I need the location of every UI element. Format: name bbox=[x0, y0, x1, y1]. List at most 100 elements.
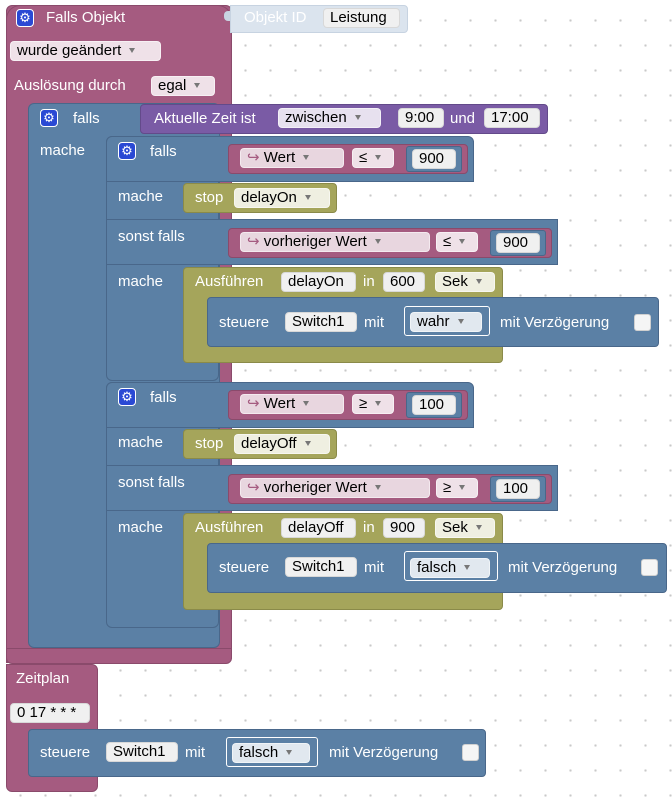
chevron-down-icon bbox=[354, 115, 361, 120]
chevron-down-icon bbox=[464, 565, 471, 570]
ausloesung-dropdown[interactable]: egal bbox=[151, 76, 215, 96]
chevron-down-icon bbox=[459, 485, 466, 490]
chevron-down-icon bbox=[304, 195, 311, 200]
variable-arrow-icon: ↪ bbox=[247, 395, 264, 412]
if2-timeout-label: Ausführen bbox=[195, 519, 264, 536]
ausloesung-value: egal bbox=[158, 77, 187, 94]
if1-mache: mache bbox=[118, 188, 164, 205]
if2-op-dropdown[interactable]: ≥ bbox=[352, 394, 394, 414]
if1-control-delay-label: mit Verzögerung bbox=[500, 314, 610, 331]
schedule-control-mit: mit bbox=[185, 744, 205, 761]
if2-timeout-name[interactable]: delayOff bbox=[281, 518, 356, 538]
variable-arrow-icon: ↪ bbox=[247, 149, 264, 166]
trigger-value: wurde geändert bbox=[17, 42, 122, 59]
chevron-down-icon bbox=[374, 239, 381, 244]
if1-timeout-name[interactable]: delayOn bbox=[281, 272, 356, 292]
variable-arrow-icon: ↪ bbox=[247, 233, 264, 250]
event-hat bbox=[6, 5, 232, 35]
if2-number2-input[interactable]: 100 bbox=[496, 479, 540, 499]
if2-var2-value: vorheriger Wert bbox=[263, 479, 367, 496]
gear-icon[interactable]: ⚙ bbox=[118, 388, 136, 406]
object-id-value[interactable]: Leistung bbox=[323, 8, 400, 28]
if2-number-input[interactable]: 100 bbox=[412, 395, 456, 415]
if2-control-delay-label: mit Verzögerung bbox=[508, 559, 618, 576]
time-and: und bbox=[450, 110, 476, 127]
if1-control-target[interactable]: Switch1 bbox=[285, 312, 357, 332]
if1-control-value-dropdown[interactable]: wahr bbox=[410, 312, 482, 332]
if2-timeout-unit[interactable]: Sek bbox=[435, 518, 495, 538]
if1-op2-dropdown[interactable]: ≤ bbox=[436, 232, 478, 252]
if2-timeout-delay[interactable]: 900 bbox=[383, 518, 425, 538]
if2-timeout-in: in bbox=[363, 519, 375, 536]
if1-stop-dropdown[interactable]: delayOn bbox=[234, 188, 330, 208]
gear-icon[interactable]: ⚙ bbox=[40, 109, 58, 127]
if2-op2-value: ≥ bbox=[443, 479, 452, 496]
if2-var2-dropdown[interactable]: ↪ vorheriger Wert bbox=[240, 478, 430, 498]
chevron-down-icon bbox=[129, 48, 136, 53]
schedule-control-target[interactable]: Switch1 bbox=[106, 742, 178, 762]
if1-var-dropdown[interactable]: ↪ Wert bbox=[240, 148, 344, 168]
gear-icon[interactable]: ⚙ bbox=[118, 142, 136, 160]
schedule-control-label: steuere bbox=[40, 744, 91, 761]
if2-mache2: mache bbox=[118, 519, 164, 536]
if1-var2-value: vorheriger Wert bbox=[263, 233, 367, 250]
chevron-down-icon bbox=[459, 239, 466, 244]
if1-timeout-in: in bbox=[363, 273, 375, 290]
if2-timeout-unit-value: Sek bbox=[442, 519, 468, 536]
if1-mache2: mache bbox=[118, 273, 164, 290]
if2-var-dropdown[interactable]: ↪ Wert bbox=[240, 394, 344, 414]
chevron-down-icon bbox=[286, 750, 293, 755]
chevron-down-icon bbox=[303, 155, 310, 160]
time-label: Aktuelle Zeit ist bbox=[154, 110, 256, 127]
if2-control-label: steuere bbox=[219, 559, 270, 576]
if1-timeout-unit[interactable]: Sek bbox=[435, 272, 495, 292]
if1-falls: falls bbox=[150, 143, 177, 160]
if1-op-dropdown[interactable]: ≤ bbox=[352, 148, 394, 168]
if1-var2-dropdown[interactable]: ↪ vorheriger Wert bbox=[240, 232, 430, 252]
if1-timeout-label: Ausführen bbox=[195, 273, 264, 290]
if1-timeout-unit-value: Sek bbox=[442, 273, 468, 290]
if1-control-value: wahr bbox=[417, 313, 450, 330]
schedule-label: Zeitplan bbox=[16, 670, 70, 687]
if2-stop-dropdown[interactable]: delayOff bbox=[234, 434, 330, 454]
chevron-down-icon bbox=[304, 441, 311, 446]
if2-sonst-falls: sonst falls bbox=[118, 474, 185, 491]
schedule-cron-input[interactable]: 0 17 * * * bbox=[10, 703, 90, 723]
if2-op2-dropdown[interactable]: ≥ bbox=[436, 478, 478, 498]
schedule-delay-checkbox[interactable] bbox=[462, 744, 479, 761]
if1-delay-checkbox[interactable] bbox=[634, 314, 651, 331]
variable-arrow-icon: ↪ bbox=[247, 479, 264, 496]
chevron-down-icon bbox=[457, 319, 464, 324]
if2-op-value: ≥ bbox=[359, 395, 368, 412]
time-op-dropdown[interactable]: zwischen bbox=[278, 108, 381, 128]
if1-number-input[interactable]: 900 bbox=[412, 149, 456, 169]
chevron-down-icon bbox=[375, 401, 382, 406]
if1-sonst-falls: sonst falls bbox=[118, 228, 185, 245]
if2-mache: mache bbox=[118, 434, 164, 451]
gear-icon[interactable]: ⚙ bbox=[16, 9, 34, 27]
if2-control-target[interactable]: Switch1 bbox=[285, 557, 357, 577]
if1-number2-input[interactable]: 900 bbox=[496, 233, 540, 253]
if1-control-label: steuere bbox=[219, 314, 270, 331]
chevron-down-icon bbox=[475, 279, 482, 284]
if2-control-mit: mit bbox=[364, 559, 384, 576]
time-from-input[interactable]: 9:00 bbox=[398, 108, 444, 128]
time-op-value: zwischen bbox=[285, 109, 347, 126]
if1-timeout-delay[interactable]: 600 bbox=[383, 272, 425, 292]
if1-var-value: Wert bbox=[263, 149, 296, 166]
if2-delay-checkbox[interactable] bbox=[641, 559, 658, 576]
if1-op2-value: ≤ bbox=[443, 233, 452, 250]
chevron-down-icon bbox=[303, 401, 310, 406]
schedule-control-value-dropdown[interactable]: falsch bbox=[232, 743, 310, 763]
if1-stop-value: delayOn bbox=[241, 189, 297, 206]
time-to-input[interactable]: 17:00 bbox=[484, 108, 540, 128]
if2-control-value-dropdown[interactable]: falsch bbox=[410, 558, 490, 578]
schedule-control-delay-label: mit Verzögerung bbox=[329, 744, 439, 761]
trigger-dropdown[interactable]: wurde geändert bbox=[10, 41, 161, 61]
event-block-footer bbox=[6, 648, 232, 664]
if2-stop-value: delayOff bbox=[241, 435, 297, 452]
chevron-down-icon bbox=[375, 155, 382, 160]
if2-falls: falls bbox=[150, 389, 177, 406]
chevron-down-icon bbox=[475, 525, 482, 530]
chevron-down-icon bbox=[194, 83, 201, 88]
